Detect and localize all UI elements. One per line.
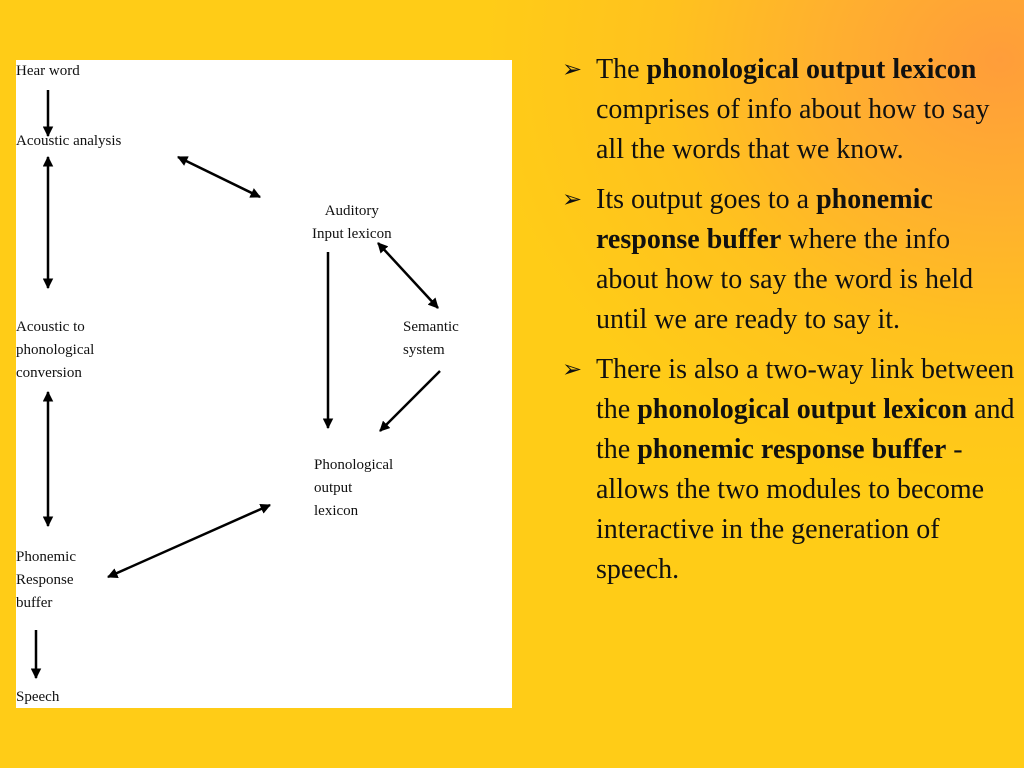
arrow-bullet-icon: ➢ [562, 357, 583, 383]
diagram-arrows [30, 90, 441, 680]
bullet-text: The phonological output lexicon comprise… [596, 54, 990, 165]
bullet-text: Its output goes to a phonemic response b… [596, 184, 974, 335]
bullet-item: ➢ There is also a two-way link between t… [560, 350, 1016, 590]
arrow-phonemic-response-buffer-to-phonological-output-lexicon [107, 503, 271, 579]
node-auditory-input-lexicon: Auditory Input lexicon [312, 203, 392, 242]
arrow-bullet-icon: ➢ [562, 57, 583, 83]
bullet-text: There is also a two-way link between the… [596, 354, 1015, 585]
node-phonological-output-lexicon: Phonological output lexicon [314, 457, 394, 519]
node-acoustic-analysis: Acoustic analysis [16, 133, 122, 149]
arrow-acoustic-analysis-to-auditory-input-lexicon [177, 155, 261, 199]
node-phonemic-response-buffer: Phonemic Response buffer [16, 549, 76, 611]
bullet-item: ➢ The phonological output lexicon compri… [560, 50, 1016, 170]
node-acoustic-to-phonological: Acoustic to phonological conversion [16, 319, 95, 381]
arrow-auditory-input-lexicon-to-semantic-system [377, 242, 439, 309]
node-semantic-system: Semantic system [403, 319, 459, 358]
node-speech: Speech [16, 689, 60, 705]
arrow-semantic-system-to-phonological-output-lexicon [379, 370, 441, 432]
bullet-item: ➢ Its output goes to a phonemic response… [560, 180, 1016, 340]
diagram-panel: Hear word Acoustic analysis Auditory Inp… [16, 60, 512, 708]
node-hear-word: Hear word [16, 63, 80, 79]
bullet-list: ➢ The phonological output lexicon compri… [560, 50, 1016, 600]
arrow-bullet-icon: ➢ [562, 187, 583, 213]
